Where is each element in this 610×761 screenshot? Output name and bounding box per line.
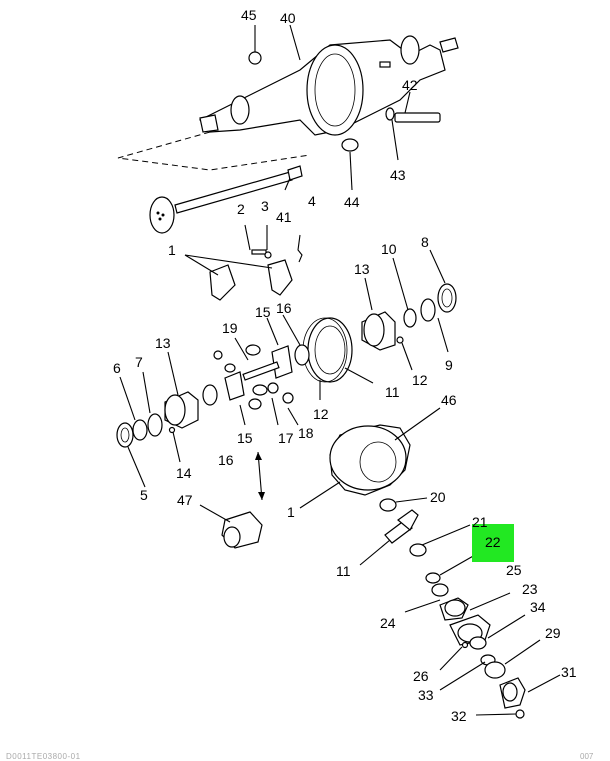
axle-shaft xyxy=(149,165,303,234)
callout-6: 6 xyxy=(113,360,121,376)
callout-29: 29 xyxy=(545,625,561,641)
callout-15a: 15 xyxy=(255,304,271,320)
shift-forks xyxy=(184,254,293,301)
parts-2-3-4 xyxy=(244,224,303,263)
part-45 xyxy=(248,25,262,65)
callout-16a: 16 xyxy=(276,300,292,316)
callout-5: 5 xyxy=(140,487,148,503)
callout-19: 19 xyxy=(222,320,238,336)
callout-11a: 11 xyxy=(385,384,400,400)
carrier-housing xyxy=(299,407,441,509)
carrier-right xyxy=(361,249,457,371)
footer-page: 007 xyxy=(580,752,594,761)
callout-32: 32 xyxy=(451,708,467,724)
callout-12b: 12 xyxy=(313,406,329,422)
callout-31: 31 xyxy=(561,664,577,680)
callout-34: 34 xyxy=(530,599,546,615)
part-44 xyxy=(341,138,359,191)
highlight-box xyxy=(472,524,514,562)
callout-20: 20 xyxy=(430,489,446,505)
callout-9: 9 xyxy=(445,357,453,373)
callout-23: 23 xyxy=(522,581,538,597)
callout-33: 33 xyxy=(418,687,434,703)
callout-22-highlighted: 22 xyxy=(485,534,501,550)
callout-46: 46 xyxy=(441,392,457,408)
part-47 xyxy=(199,451,265,549)
callout-15b: 15 xyxy=(237,430,253,446)
axle-housing xyxy=(199,35,459,136)
callout-43: 43 xyxy=(390,167,406,183)
callout-42: 42 xyxy=(402,77,418,93)
callout-1b: 1 xyxy=(287,504,295,520)
callout-12a: 12 xyxy=(412,372,428,388)
callout-26: 26 xyxy=(413,668,429,684)
pinion-group xyxy=(359,497,561,719)
differential-gears xyxy=(202,314,321,426)
callout-24: 24 xyxy=(380,615,396,631)
callout-11b: 11 xyxy=(336,563,351,579)
callout-7: 7 xyxy=(135,354,143,370)
carrier-left xyxy=(116,351,199,488)
callout-8: 8 xyxy=(421,234,429,250)
callout-44: 44 xyxy=(344,194,360,210)
callout-17: 17 xyxy=(278,430,294,446)
callout-18: 18 xyxy=(298,425,314,441)
callout-25: 25 xyxy=(506,562,522,578)
callout-3: 3 xyxy=(261,198,269,214)
callout-16b: 16 xyxy=(218,452,234,468)
callout-1a: 1 xyxy=(168,242,176,258)
callout-13a: 13 xyxy=(354,261,370,277)
callout-21: 21 xyxy=(472,514,488,530)
callout-47: 47 xyxy=(177,492,193,508)
callout-4: 4 xyxy=(308,193,316,209)
callout-13b: 13 xyxy=(155,335,171,351)
callout-2: 2 xyxy=(237,201,245,217)
callout-labels: 45 40 42 43 44 2 3 4 41 1 10 8 13 9 12 1… xyxy=(113,7,577,724)
callout-41: 41 xyxy=(276,209,292,225)
footer-code: D0011TE03800-01 xyxy=(6,752,81,761)
callout-40: 40 xyxy=(280,10,296,26)
part-42-43 xyxy=(385,91,441,161)
callout-45: 45 xyxy=(241,7,257,23)
callout-14: 14 xyxy=(176,465,192,481)
callout-10: 10 xyxy=(381,241,397,257)
